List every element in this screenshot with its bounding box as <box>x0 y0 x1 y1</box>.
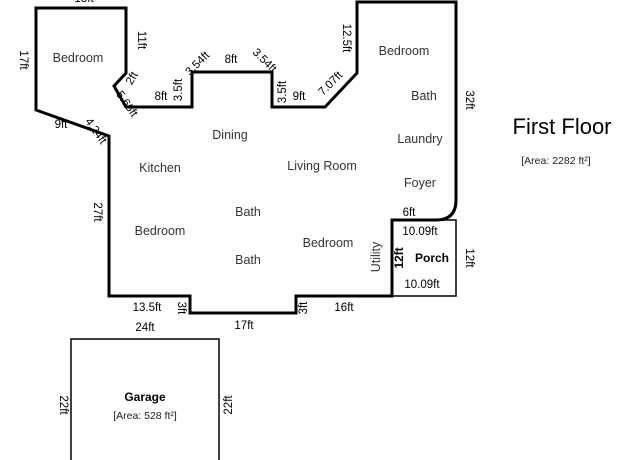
garage-area: [Area: 528 ft²] <box>113 410 177 422</box>
first-floor-outline <box>34 0 458 315</box>
dim-17ft-bottom: 17ft <box>234 320 254 332</box>
garage-name: Garage <box>124 390 166 404</box>
room-bedroom-s: Bedroom <box>303 236 354 250</box>
dim-7-07: 7.07ft <box>316 69 345 98</box>
dim-6ft: 6ft <box>403 207 417 219</box>
dim-17ft-left: 17ft <box>17 50 29 70</box>
room-bedroom-sw: Bedroom <box>135 224 186 238</box>
dim-porch-bottom: 10.09ft <box>404 279 440 291</box>
garage-dim-left: 22ft <box>57 395 69 415</box>
room-bath-ne: Bath <box>411 89 437 103</box>
room-utility: Utility <box>369 241 383 272</box>
dim-3ft-a: 3ft <box>175 302 187 316</box>
dim-3ft-b: 3ft <box>298 301 310 315</box>
dim-3-5-b: 3.5ft <box>277 80 289 103</box>
dim-8ft-b: 8ft <box>225 54 239 66</box>
garage-dim-top: 24ft <box>135 322 155 334</box>
porch-outline <box>391 219 457 297</box>
garage-outline <box>70 338 220 460</box>
page-title: First Floor <box>513 114 612 139</box>
dim-porch-top: 10.09ft <box>402 226 438 238</box>
dim-12-5: 12.5ft <box>340 24 352 54</box>
room-laundry: Laundry <box>397 132 443 146</box>
room-foyer: Foyer <box>404 176 436 190</box>
dim-porch-left: 12ft <box>392 247 406 268</box>
room-porch: Porch <box>415 251 449 265</box>
room-dining: Dining <box>212 128 247 142</box>
dim-9ft-left: 9ft <box>55 119 69 131</box>
dim-5-66: 5.66ft <box>113 89 140 120</box>
room-bath-center-1: Bath <box>235 205 261 219</box>
dim-8ft-a: 8ft <box>155 91 169 103</box>
dim-3-54-a: 3.54ft <box>183 49 212 78</box>
garage-dim-right: 22ft <box>223 395 235 415</box>
room-kitchen: Kitchen <box>139 161 181 175</box>
dim-27ft: 27ft <box>91 202 103 222</box>
dim-4-24: 4.24ft <box>82 116 109 147</box>
dim-32ft: 32ft <box>463 90 475 110</box>
dim-11ft: 11ft <box>135 31 147 50</box>
room-bedroom-nw: Bedroom <box>53 51 104 65</box>
room-bedroom-ne: Bedroom <box>379 44 430 58</box>
dim-porch-right: 12ft <box>463 248 475 268</box>
dim-13-5: 13.5ft <box>133 302 163 314</box>
dim-3-5-a: 3.5ft <box>173 78 185 101</box>
room-bath-center-2: Bath <box>235 253 261 267</box>
dim-16ft: 16ft <box>334 302 354 314</box>
dim-2ft: 2ft <box>124 69 141 87</box>
floor-area: [Area: 2282 ft²] <box>521 155 591 167</box>
room-living-room: Living Room <box>287 159 356 173</box>
dim-9ft-b: 9ft <box>293 91 307 103</box>
dim-top-nw: 13ft <box>74 0 94 5</box>
